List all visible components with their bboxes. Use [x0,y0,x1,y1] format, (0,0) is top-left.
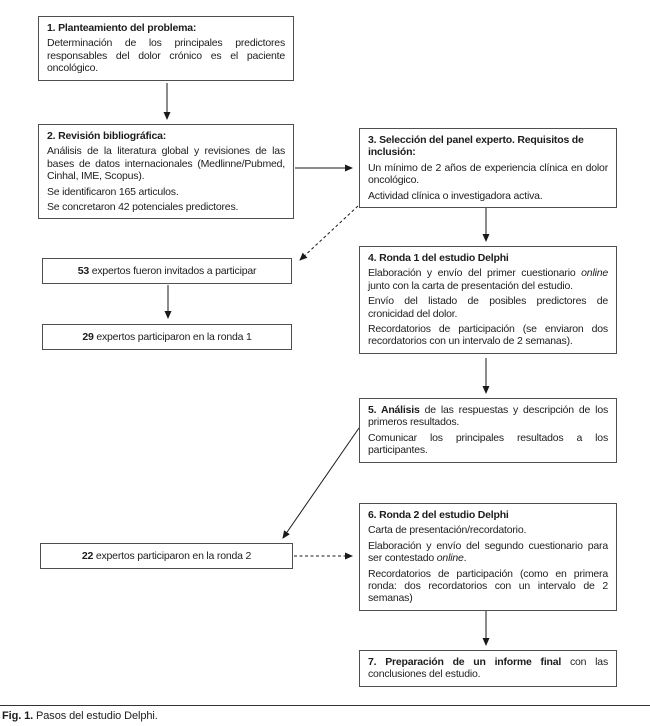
box-4-paragraph-3: Recordatorios de participación (se envia… [368,323,608,348]
box-6-paragraph-1: Carta de presentación/recordatorio. [368,524,527,537]
box-3-paragraph-1: Un mínimo de 2 años de experiencia clíni… [368,161,608,187]
figure-caption: Fig. 1. Pasos del estudio Delphi. [2,710,642,722]
arrow-dashed-box3-to-invited [299,205,359,261]
box-7-rest-part: con las conclusiones del estudio. [368,656,608,681]
box-5-title-paragraph: 5. Análisis de las respuestas y descripc… [368,404,608,429]
box-3-paragraph-2: Actividad clínica o investigadora activa… [368,189,543,202]
box-29-expertos-ronda-1: 29 expertos participaron en la ronda 1 [42,324,292,350]
box-2-paragraph-2: Se identificaron 165 articulos. [47,185,179,198]
box-3-seleccion-panel-experto: 3. Selección del panel experto. Requisit… [359,128,617,209]
box-2-paragraph-1: Análisis de la literatura global y revis… [47,145,285,183]
figure-caption-label: Fig. 1. [2,710,34,722]
round2-participants-label: expertos participaron en la ronda 2 [93,549,252,562]
box-4-p1-online-italic: online [581,267,608,280]
box-1-planteamiento: 1. Planteamiento del problema: Determina… [38,16,294,81]
box-4-paragraph-2: Envío del listado de posibles predictore… [368,295,608,320]
box-6-ronda-2-delphi: 6. Ronda 2 del estudio Delphi Carta de p… [359,503,617,611]
box-5-analisis-respuestas: 5. Análisis de las respuestas y descripc… [359,398,617,463]
caption-divider-rule [0,705,650,706]
box-1-title: 1. Planteamiento del problema: [47,22,197,34]
box-7-informe-final: 7. Preparación de un informe final con l… [359,650,617,687]
invited-experts-label: expertos fueron invitados a participar [88,264,257,277]
box-5-paragraph-2: Comunicar los principales resultados a l… [368,431,608,457]
round2-participants-text: 22 expertos participaron en la ronda 2 [82,550,251,562]
invited-experts-count: 53 [77,264,89,277]
box-2-revision-bibliografica: 2. Revisión bibliográfica: Análisis de l… [38,124,294,220]
box-6-p2-start: Elaboración y envío del segundo cuestion… [368,539,608,565]
box-4-p1-end: junto con la carta de presentación del e… [368,279,573,292]
box-4-ronda-1-delphi: 4. Ronda 1 del estudio Delphi Elaboració… [359,246,617,354]
arrow-box5-to-round2 [282,427,360,539]
figure-caption-text: Pasos del estudio Delphi. [33,710,158,722]
box-6-paragraph-2: Elaboración y envío del segundo cuestion… [368,540,608,565]
box-6-title: 6. Ronda 2 del estudio Delphi [368,509,509,521]
round2-participants-count: 22 [81,549,94,562]
round1-participants-text: 29 expertos participaron en la ronda 1 [82,331,251,343]
box-5-title-bold: 5. Análisis [368,404,420,416]
box-2-paragraph-3: Se concretaron 42 potenciales predictore… [47,201,239,214]
box-5-title-rest: de las respuestas y descripción de los p… [368,404,609,429]
invited-experts-text: 53 expertos fueron invitados a participa… [78,265,257,277]
box-7-bold-part: 7. Preparación de un informe final [368,656,562,668]
box-1-body: Determinación de los principales predict… [47,37,285,75]
box-53-expertos-invitados: 53 expertos fueron invitados a participa… [42,258,292,284]
box-4-paragraph-1: Elaboración y envío del primer cuestiona… [368,267,608,292]
box-7-paragraph: 7. Preparación de un informe final con l… [368,656,608,681]
round1-participants-count: 29 [82,330,94,343]
box-3-title: 3. Selección del panel experto. Requisit… [368,134,584,159]
box-4-title: 4. Ronda 1 del estudio Delphi [368,252,509,264]
box-4-p1-start: Elaboración y envío del primer cuestiona… [368,267,582,280]
box-22-expertos-ronda-2: 22 expertos participaron en la ronda 2 [40,543,293,569]
box-6-p2-online-italic: online [436,552,464,565]
round1-participants-label: expertos participaron en la ronda 1 [93,330,252,343]
box-6-p2-end: . [463,552,467,565]
box-6-paragraph-3: Recordatorios de participación (como en … [368,567,608,605]
box-2-title: 2. Revisión bibliográfica: [47,130,167,142]
